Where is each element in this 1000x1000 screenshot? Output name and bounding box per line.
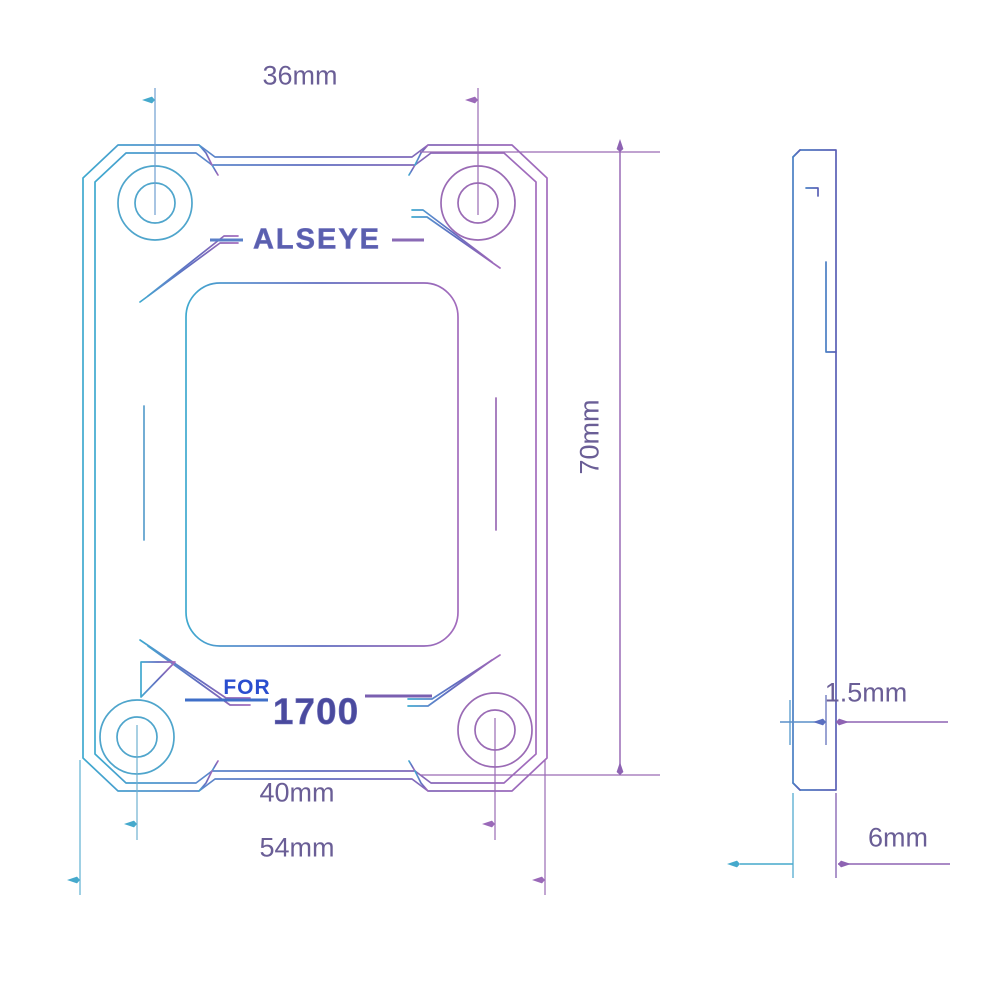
bottom-tab-left-bend: [198, 770, 213, 792]
inner-diag-topleft-b: [139, 242, 239, 303]
bottom-bar-right-cap: [408, 760, 416, 772]
mounting-holes: [99, 165, 533, 775]
for-label-text: FOR: [223, 676, 271, 699]
model-number-text: 1700: [272, 691, 360, 733]
orientation-triangle-marker: [140, 661, 176, 698]
inner-diag-botright-a: [407, 659, 493, 707]
side-mid-step: [825, 261, 837, 353]
inner-diag-topright-a: [411, 209, 493, 263]
bottom-bar-left-cap: [211, 760, 219, 772]
dimension-lines: [67, 96, 624, 884]
center-pocket: [185, 282, 459, 647]
dimension-label-36mm: 36mm: [262, 60, 338, 91]
side-top-notch-b: [805, 187, 819, 197]
dimension-label-40mm: 40mm: [259, 777, 335, 808]
top-tab-right-bend: [414, 144, 429, 166]
side-top-left-chamfer: [792, 149, 801, 158]
center-lines: [79, 88, 660, 895]
bottom-tab-right-bend: [414, 770, 429, 792]
top-bar-right-cap: [408, 164, 416, 176]
side-dimension-lines: [727, 695, 950, 878]
inner-diag-botleft-a: [147, 645, 251, 706]
top-tab-left-bend: [198, 144, 213, 166]
brand-leader-lines: [185, 238, 432, 702]
inner-diag-botleft-b: [139, 639, 251, 699]
dimension-label-1_5mm: 1.5mm: [824, 677, 908, 708]
inner-diag-topleft-a: [147, 235, 239, 297]
top-bar-left-cap: [211, 164, 219, 176]
dimension-label-54mm: 54mm: [259, 832, 335, 863]
alseye-logo-text: ALSEYE: [252, 223, 382, 256]
dimension-label-6mm: 6mm: [868, 822, 928, 853]
inner-diag-topright-b: [411, 216, 501, 269]
inner-diag-botright-b: [407, 654, 501, 700]
front-view-body: [82, 144, 548, 792]
dimension-label-70mm: 70mm: [574, 399, 605, 475]
side-bot-chamfer: [792, 782, 801, 791]
